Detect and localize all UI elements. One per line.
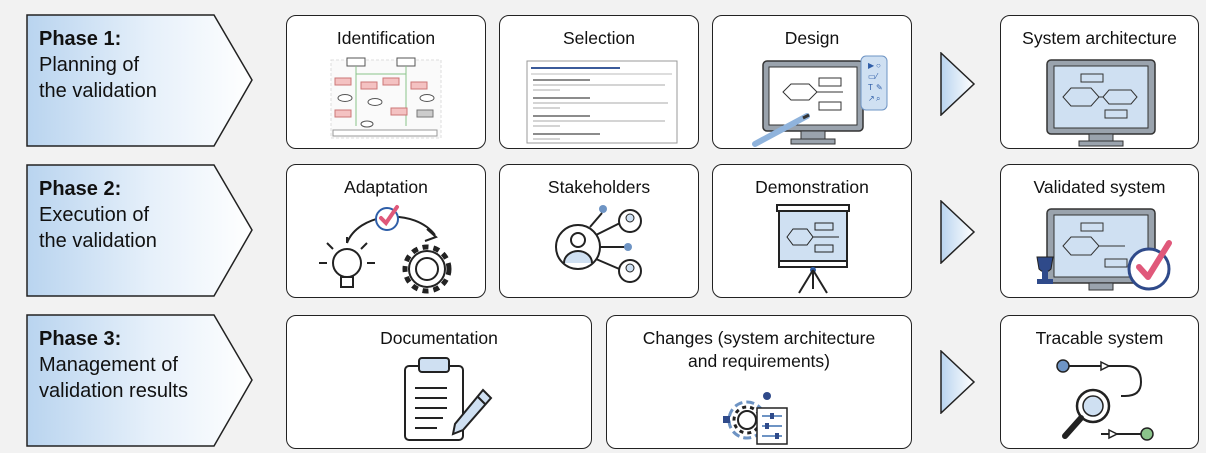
idea-to-gear-icon <box>319 205 452 294</box>
outcome-title: System architecture <box>1022 28 1177 48</box>
step-demonstration-card: Demonstration <box>712 164 912 298</box>
phase-1-chevron: Phase 1: Planning of the validation <box>26 14 254 147</box>
outcome-title: Tracable system <box>1035 328 1164 348</box>
clipboard-pencil-icon <box>404 357 493 441</box>
chevron-shape <box>26 14 253 147</box>
chevron-shape <box>26 164 253 297</box>
arrow-right-icon <box>940 52 976 116</box>
step-title: Adaptation <box>344 177 428 197</box>
drawing-monitor-icon: ▶ ○ ▭ ⁄ T ✎ ↗ ⌕ <box>752 55 888 147</box>
process-model-icon <box>330 57 442 139</box>
outcome-system-architecture-card: System architecture <box>1000 15 1199 149</box>
phase-title: Phase 2: <box>39 178 122 200</box>
step-identification-card: Identification <box>286 15 486 149</box>
phase-description: Planning of the validation <box>39 54 157 102</box>
arrow-right-icon <box>940 200 976 264</box>
step-adaptation-card: Adaptation <box>286 164 486 298</box>
arrow-right-icon <box>940 350 976 414</box>
step-title: Changes (system architecture and require… <box>642 328 876 371</box>
step-title: Stakeholders <box>547 177 651 197</box>
stakeholders-network-icon <box>555 205 642 283</box>
svg-text:▭: ▭ <box>868 72 876 81</box>
step-stakeholders-card: Stakeholders <box>499 164 699 298</box>
validated-monitor-icon <box>1036 208 1172 291</box>
svg-text:○: ○ <box>876 61 881 70</box>
outcome-title: Validated system <box>1033 177 1166 197</box>
step-documentation-card: Documentation <box>286 315 592 449</box>
step-changes-card: Changes (system architecture and require… <box>606 315 912 449</box>
phase-title: Phase 1: <box>39 28 122 50</box>
phase-description: Management of validation results <box>39 354 188 402</box>
architecture-monitor-icon <box>1046 59 1156 147</box>
outcome-validated-system-card: Validated system <box>1000 164 1199 298</box>
outcome-tracable-system-card: Tracable system <box>1000 315 1199 449</box>
step-title: Design <box>784 28 840 48</box>
step-title: Identification <box>336 28 436 48</box>
phase-3-chevron: Phase 3: Management of validation result… <box>26 314 254 447</box>
svg-text:⁄: ⁄ <box>874 72 879 81</box>
step-selection-card: Selection <box>499 15 699 149</box>
presentation-board-icon <box>776 204 850 294</box>
phase-2-chevron: Phase 2: Execution of the validation <box>26 164 254 297</box>
svg-text:⌕: ⌕ <box>876 94 880 103</box>
step-title: Selection <box>563 28 635 48</box>
chevron-shape <box>26 314 253 447</box>
svg-text:▶: ▶ <box>868 61 875 70</box>
svg-text:T: T <box>868 83 873 92</box>
phase-description: Execution of the validation <box>39 204 157 252</box>
svg-text:✎: ✎ <box>876 83 883 92</box>
step-title: Demonstration <box>755 177 869 197</box>
document-icon <box>526 60 678 144</box>
step-design-card: Design ▶ ○ ▭ ⁄ T ✎ ↗ ⌕ <box>712 15 912 149</box>
trace-magnifier-icon <box>1056 359 1154 441</box>
step-title: Documentation <box>380 328 498 348</box>
phase-title: Phase 3: <box>39 328 122 350</box>
svg-text:↗: ↗ <box>868 94 875 103</box>
change-cycle-icon <box>723 392 788 445</box>
